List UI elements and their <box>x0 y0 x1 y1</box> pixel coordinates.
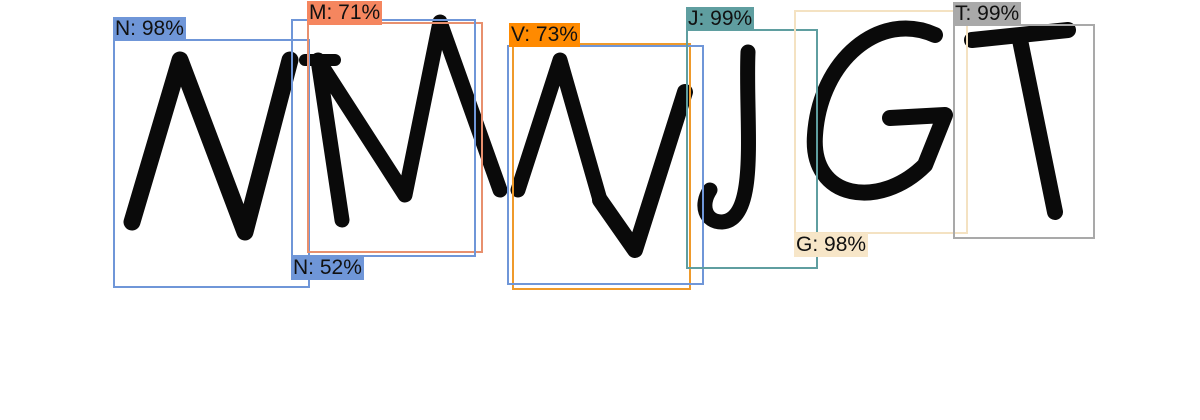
glyph-t <box>964 22 1076 220</box>
detection-box-v-73 <box>512 43 691 290</box>
detection-label-t-99: T: 99% <box>953 2 1022 26</box>
detection-box-n-partial <box>507 45 704 285</box>
label-letter: G <box>796 233 813 256</box>
label-letter: M <box>309 1 327 24</box>
label-confidence: 99% <box>977 2 1020 25</box>
detection-box-t-99 <box>953 24 1095 239</box>
detection-label-v-73: V: 73% <box>509 23 580 47</box>
glyph-m <box>310 14 508 228</box>
detection-label-j-99: J: 99% <box>686 7 755 31</box>
glyph-j <box>697 44 756 230</box>
label-confidence: 52% <box>319 256 362 279</box>
handwritten-glyphs <box>123 14 1076 258</box>
glyph-n-1 <box>123 51 299 241</box>
detection-box-n-98 <box>113 39 310 288</box>
detection-label-m-71: M: 71% <box>307 1 383 25</box>
glyph-n-3 <box>510 52 608 208</box>
detection-box-m-71 <box>307 22 483 253</box>
label-letter: V <box>511 23 525 46</box>
detection-box-g-98 <box>794 10 968 234</box>
label-letter: N <box>293 256 309 279</box>
label-confidence: 98% <box>141 17 184 40</box>
detection-label-n-98: N: 98% <box>113 17 186 41</box>
label-letter: N <box>115 17 131 40</box>
glyph-v <box>592 84 693 258</box>
label-confidence: 99% <box>710 7 753 30</box>
label-confidence: 98% <box>824 233 867 256</box>
detection-box-n-52 <box>291 19 476 257</box>
glyph-g <box>806 20 953 201</box>
label-confidence: 73% <box>535 23 578 46</box>
detection-label-n-52: N: 52% <box>291 256 364 280</box>
label-confidence: 71% <box>338 1 381 24</box>
label-letter: T <box>955 2 966 25</box>
label-letter: J <box>688 7 699 30</box>
detection-label-g-98: G: 98% <box>794 233 869 257</box>
